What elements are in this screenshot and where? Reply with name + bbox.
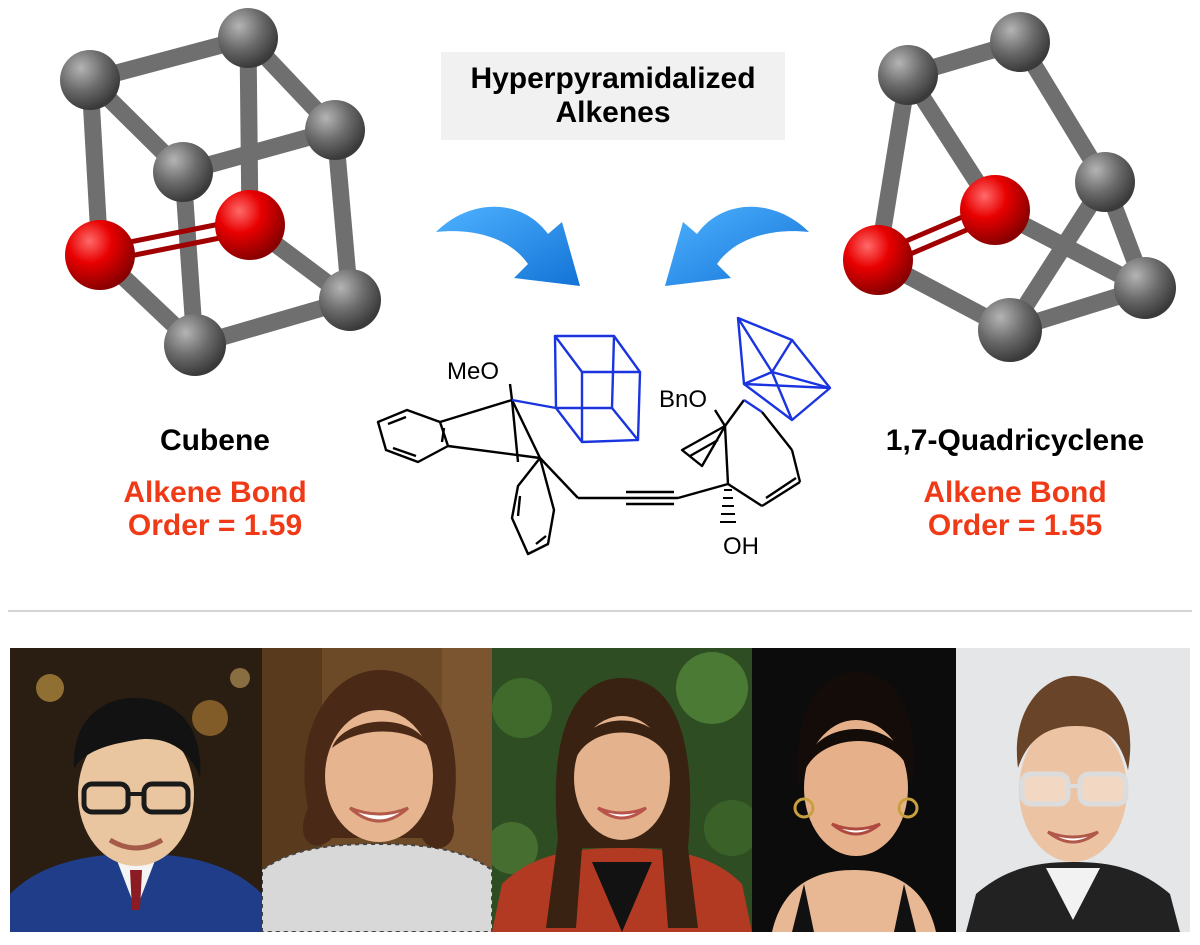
quadricyclene-bond-order-line-1: Alkene Bond	[923, 476, 1107, 509]
portrait-photo-5	[956, 648, 1190, 932]
central-chemical-structure	[376, 316, 832, 556]
quadricyclene-3d-model	[843, 12, 1176, 362]
benzyloxy-label: BnO	[659, 386, 708, 413]
quadricyclene-bond-order-line-2: Order = 1.55	[927, 509, 1103, 542]
portrait-photo-1	[10, 648, 262, 932]
title-line-1: Hyperpyramidalized	[470, 62, 756, 95]
cubene-3d-model	[60, 8, 381, 376]
hydroxyl-label: OH	[723, 533, 759, 560]
section-divider	[8, 610, 1192, 612]
cubene-label: Cubene	[159, 424, 270, 457]
cubene-bond-order: Alkene Bond Order = 1.59	[90, 476, 340, 542]
cubene-bond-order-line-1: Alkene Bond	[123, 476, 307, 509]
methoxy-label: MeO	[447, 358, 500, 385]
portrait-photo-4	[752, 648, 956, 932]
quadricyclene-bond-order: Alkene Bond Order = 1.55	[880, 476, 1150, 542]
cubene-bond-order-line-2: Order = 1.59	[127, 509, 303, 542]
portrait-photo-2	[262, 648, 492, 932]
title-line-2: Alkenes	[555, 96, 671, 129]
right-curved-arrow-icon	[665, 206, 809, 286]
title-box: Hyperpyramidalized Alkenes	[441, 52, 785, 140]
left-curved-arrow-icon	[436, 206, 580, 286]
portrait-photo-3	[492, 648, 752, 932]
quadricyclene-label: 1,7-Quadricyclene	[885, 424, 1145, 457]
